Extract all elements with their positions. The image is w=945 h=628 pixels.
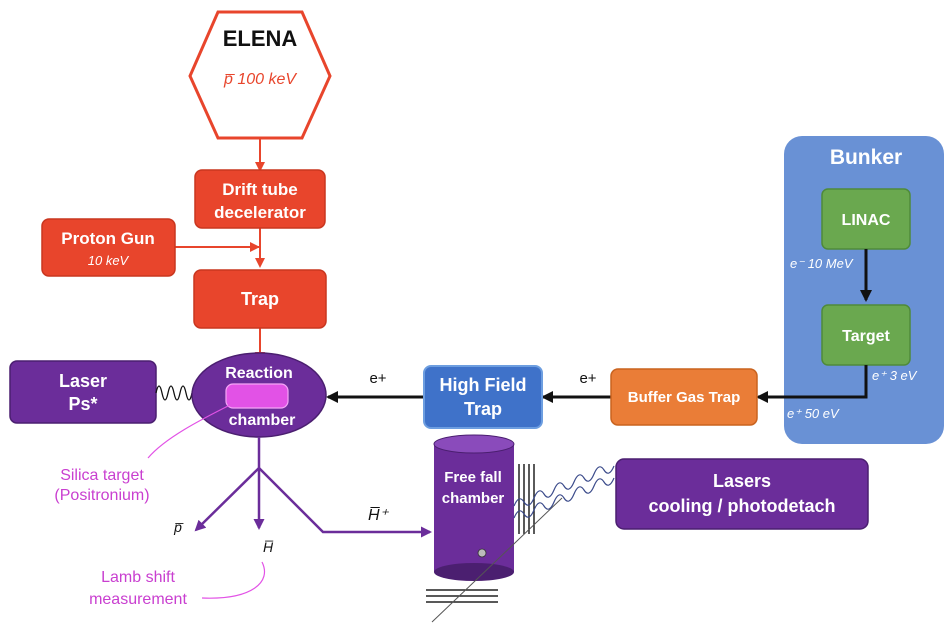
product-paths: [194, 437, 432, 538]
antiproton-beamline: [175, 137, 265, 362]
buffer-gas-trap-label: Buffer Gas Trap: [628, 389, 741, 406]
proton-gun-box: Proton Gun 10 keV: [41, 218, 176, 277]
elena-hexagon: ELENA p̅ 100 keV: [188, 10, 332, 140]
buffer-gas-trap-box: Buffer Gas Trap: [610, 368, 758, 426]
positron-label-right: e+: [579, 370, 596, 387]
free-fall-sample-dot: [477, 548, 487, 558]
trap-label: Trap: [241, 289, 279, 309]
lamb-shift-line2: measurement: [89, 591, 187, 608]
high-field-trap-line1: High Field: [440, 375, 527, 395]
positron-beamline: [326, 249, 872, 403]
high-field-trap-box: High Field Trap: [423, 365, 543, 429]
lamb-shift-pointer: [201, 561, 265, 599]
free-fall-diagonal-beam: [431, 497, 563, 623]
drift-tube-line2: decelerator: [214, 203, 306, 222]
laser-ps-box: Laser Ps*: [9, 360, 157, 424]
lasers-cooling-line2: cooling / photodetach: [649, 496, 836, 516]
laser-wiggle-upper: [513, 465, 615, 507]
elena-title: ELENA: [223, 26, 298, 51]
antihydrogen-product-label: H̅: [263, 539, 274, 555]
laser-ps-line1: Laser: [59, 371, 107, 391]
trap-box: Trap: [193, 269, 327, 329]
laser-ps-line2: Ps*: [68, 394, 97, 414]
laser-ps-coil: [155, 385, 193, 401]
reaction-chamber-line1: Reaction: [225, 365, 293, 382]
linac-energy-label: e⁻ 10 MeV: [790, 256, 854, 271]
elena-energy: p̅ 100 keV: [223, 71, 297, 88]
silica-target-line2: (Positronium): [54, 487, 149, 504]
target-box: Target: [821, 304, 911, 366]
proton-gun-title: Proton Gun: [61, 229, 154, 248]
target-energy-label: e⁺ 3 eV: [872, 368, 918, 383]
linac-label: LINAC: [842, 212, 891, 229]
silica-target-pad: [225, 383, 289, 409]
silica-target-line1: Silica target: [60, 467, 144, 484]
antihydrogen-ion-label: H̅⁺: [368, 506, 390, 524]
positron-label-left: e+: [369, 370, 386, 387]
proton-gun-energy: 10 keV: [88, 253, 130, 268]
lasers-cooling-box: Lasers cooling / photodetach: [615, 458, 869, 530]
silica-target-pointer: [147, 403, 233, 459]
lasers-cooling-line1: Lasers: [713, 471, 771, 491]
free-fall-line2: chamber: [442, 490, 505, 507]
target-label: Target: [842, 328, 890, 345]
reaction-chamber-line2: chamber: [229, 412, 296, 429]
bunker-out-energy-label: e⁺ 50 eV: [787, 406, 840, 421]
drift-tube-decelerator-box: Drift tube decelerator: [194, 169, 326, 229]
free-fall-line1: Free fall: [444, 469, 502, 486]
lamb-shift-line1: Lamb shift: [101, 569, 175, 586]
antiproton-product-label: p̅: [173, 519, 184, 535]
free-fall-chamber: Free fall chamber: [433, 434, 515, 581]
reaction-chamber: Reaction chamber: [191, 352, 327, 438]
linac-box: LINAC: [821, 188, 911, 250]
high-field-trap-line2: Trap: [464, 399, 502, 419]
drift-tube-line1: Drift tube: [222, 180, 298, 199]
laser-wiggle-lower: [513, 477, 615, 519]
bunker-title: Bunker: [830, 146, 902, 169]
